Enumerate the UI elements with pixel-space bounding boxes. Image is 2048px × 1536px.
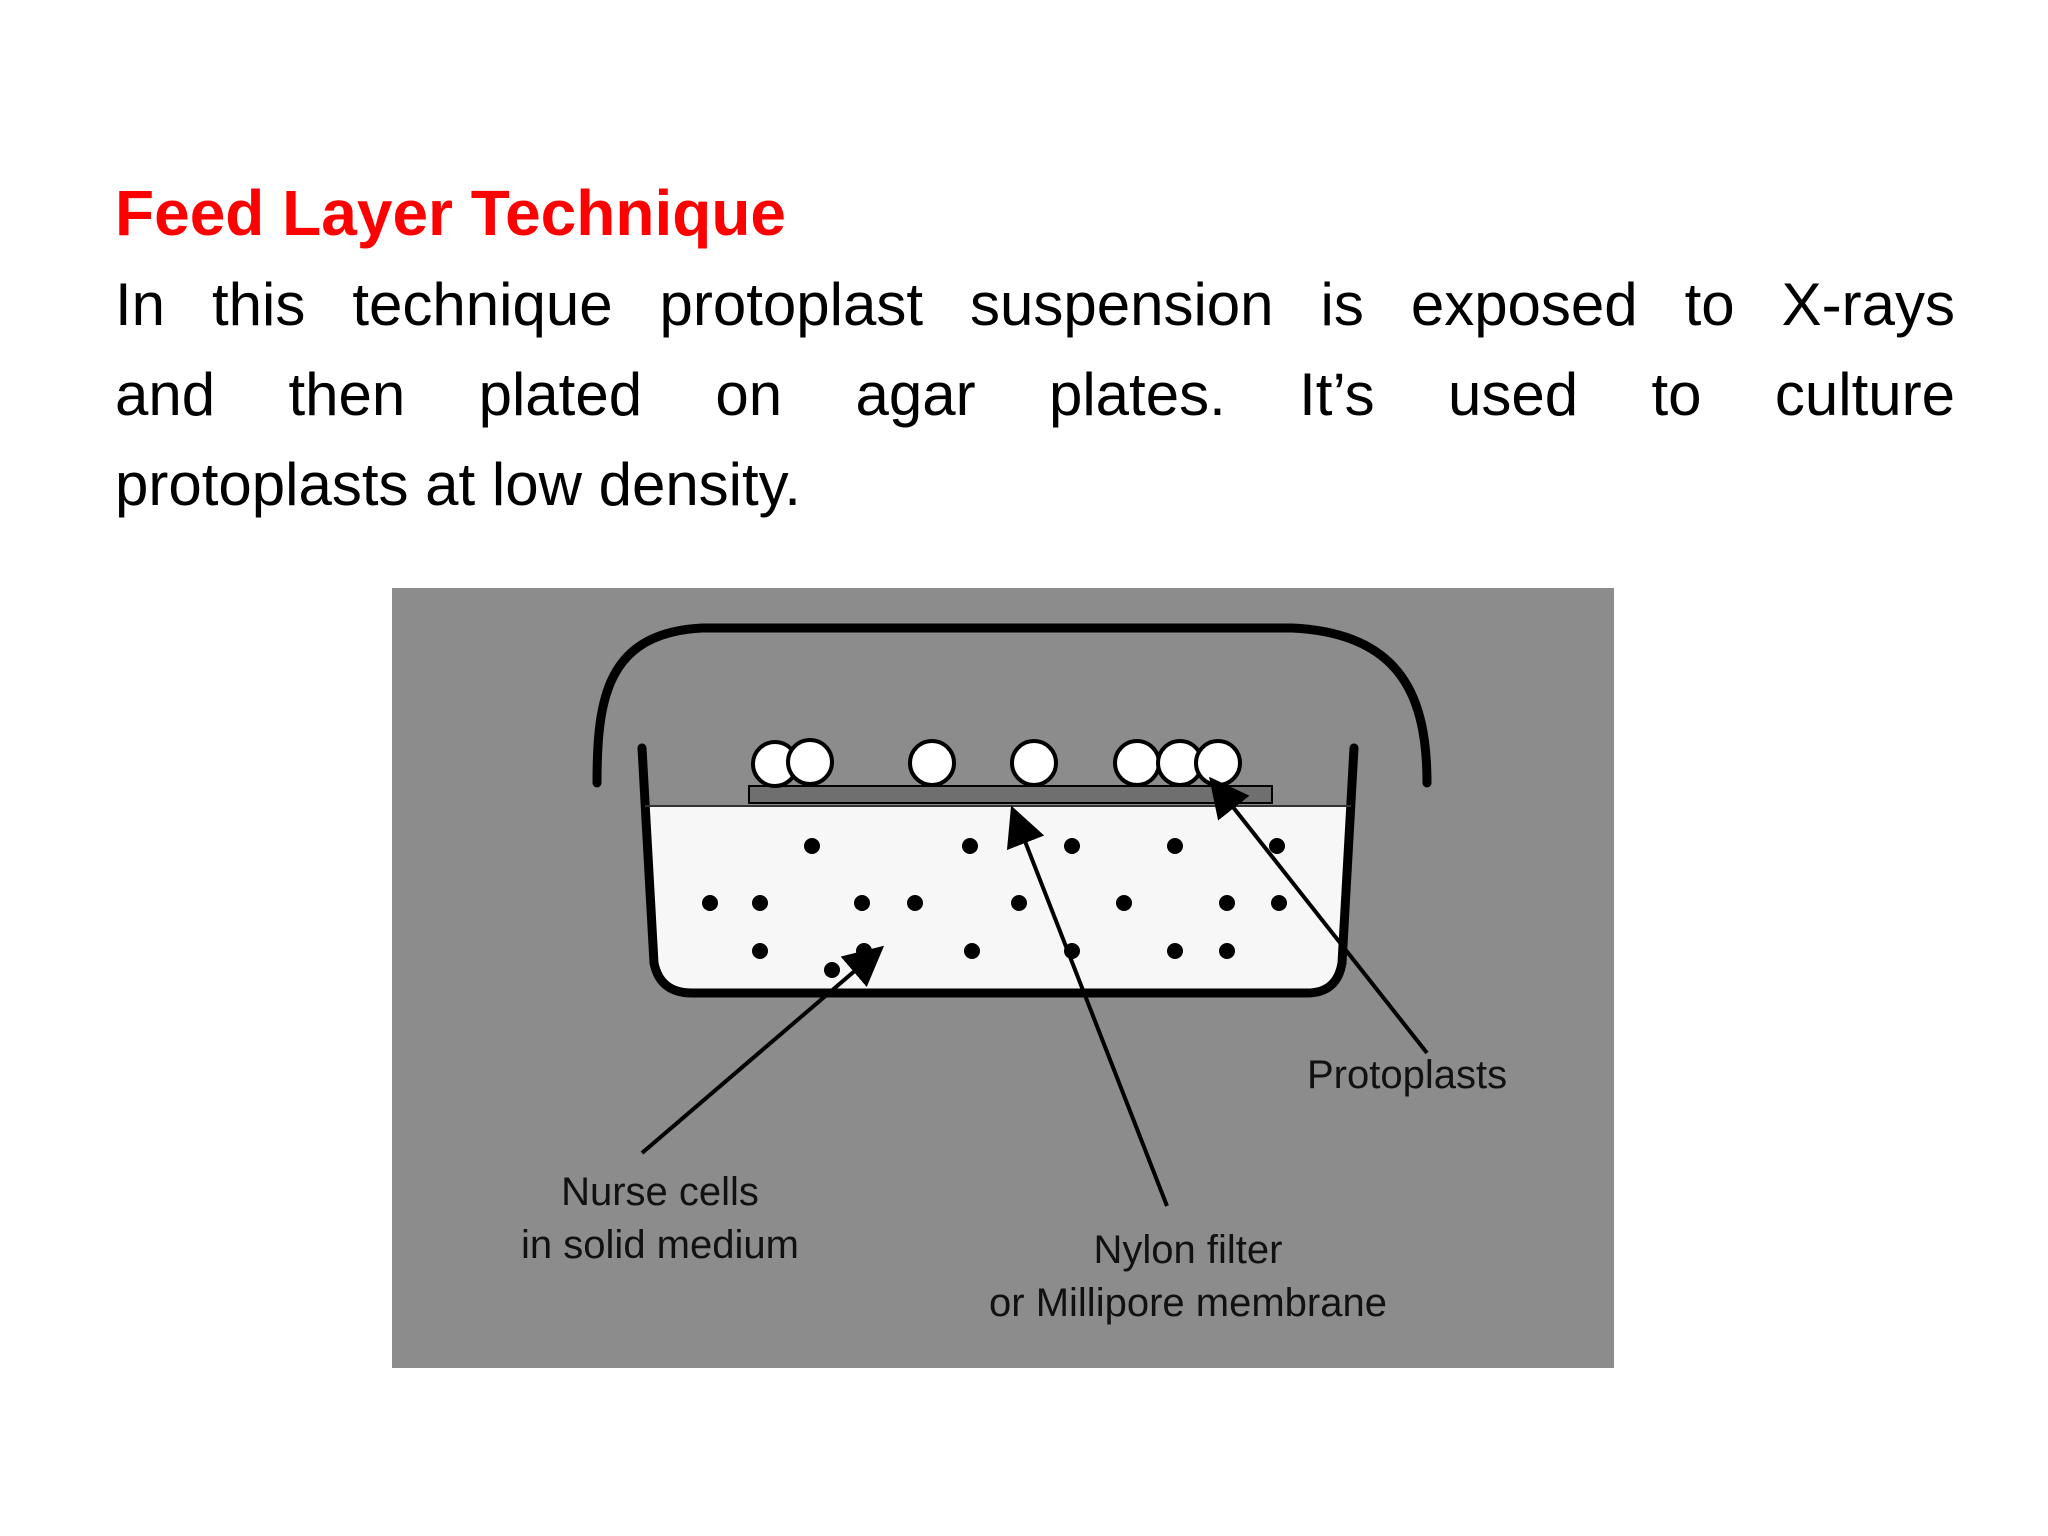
- nurse-cell: [962, 838, 978, 854]
- protoplasts-group: [751, 738, 1242, 788]
- feed-layer-diagram: Protoplasts Nurse cells in solid medium …: [392, 588, 1614, 1368]
- nylon-filter-membrane: [748, 785, 1273, 804]
- nurse-cell: [702, 895, 718, 911]
- slide-title: Feed Layer Technique: [115, 177, 786, 249]
- nurse-cell: [804, 838, 820, 854]
- nylon-filter-label-line2: or Millipore membrane: [989, 1281, 1387, 1325]
- nurse-cell: [1271, 895, 1287, 911]
- nurse-cell: [964, 943, 980, 959]
- body-line-3: protoplasts at low density.: [115, 451, 801, 518]
- nurse-cell: [1116, 895, 1132, 911]
- nurse-cell: [1269, 838, 1285, 854]
- diagram-svg: Protoplasts Nurse cells in solid medium …: [392, 588, 1614, 1368]
- nylon-filter-arrow: [1006, 805, 1169, 1207]
- nurse-cell: [907, 895, 923, 911]
- petri-dish-base: [637, 743, 1359, 998]
- nurse-cell: [1167, 943, 1183, 959]
- protoplast-cell: [786, 738, 834, 786]
- nurse-cell: [824, 962, 840, 978]
- nurse-cell: [1219, 943, 1235, 959]
- body-line-1: In this technique protoplast suspension …: [115, 271, 1955, 338]
- nylon-filter-label-line1: Nylon filter: [1094, 1228, 1283, 1272]
- protoplast-cell: [1010, 739, 1058, 787]
- nurse-cells-group: [702, 838, 1287, 978]
- protoplast-cell: [1113, 739, 1161, 787]
- nurse-cell: [752, 943, 768, 959]
- protoplast-cell: [1194, 739, 1242, 787]
- nurse-cell: [854, 895, 870, 911]
- nurse-cells-arrow: [640, 945, 885, 1155]
- protoplast-cell: [908, 739, 956, 787]
- protoplasts-label: Protoplasts: [1307, 1053, 1507, 1097]
- nurse-cell: [1064, 838, 1080, 854]
- slide-body-text: In this technique protoplast suspension …: [115, 260, 1955, 530]
- nurse-cell: [752, 895, 768, 911]
- solid-medium: [647, 806, 1349, 993]
- nurse-cell: [1011, 895, 1027, 911]
- nurse-cells-label-line1: Nurse cells: [561, 1170, 759, 1214]
- nurse-cells-label-line2: in solid medium: [521, 1223, 799, 1267]
- nurse-cell: [1219, 895, 1235, 911]
- petri-dish-lid: [592, 623, 1432, 788]
- body-line-2: and then plated on agar plates. It’s use…: [115, 361, 1955, 428]
- protoplasts-arrow: [1209, 776, 1429, 1055]
- nurse-cell: [1167, 838, 1183, 854]
